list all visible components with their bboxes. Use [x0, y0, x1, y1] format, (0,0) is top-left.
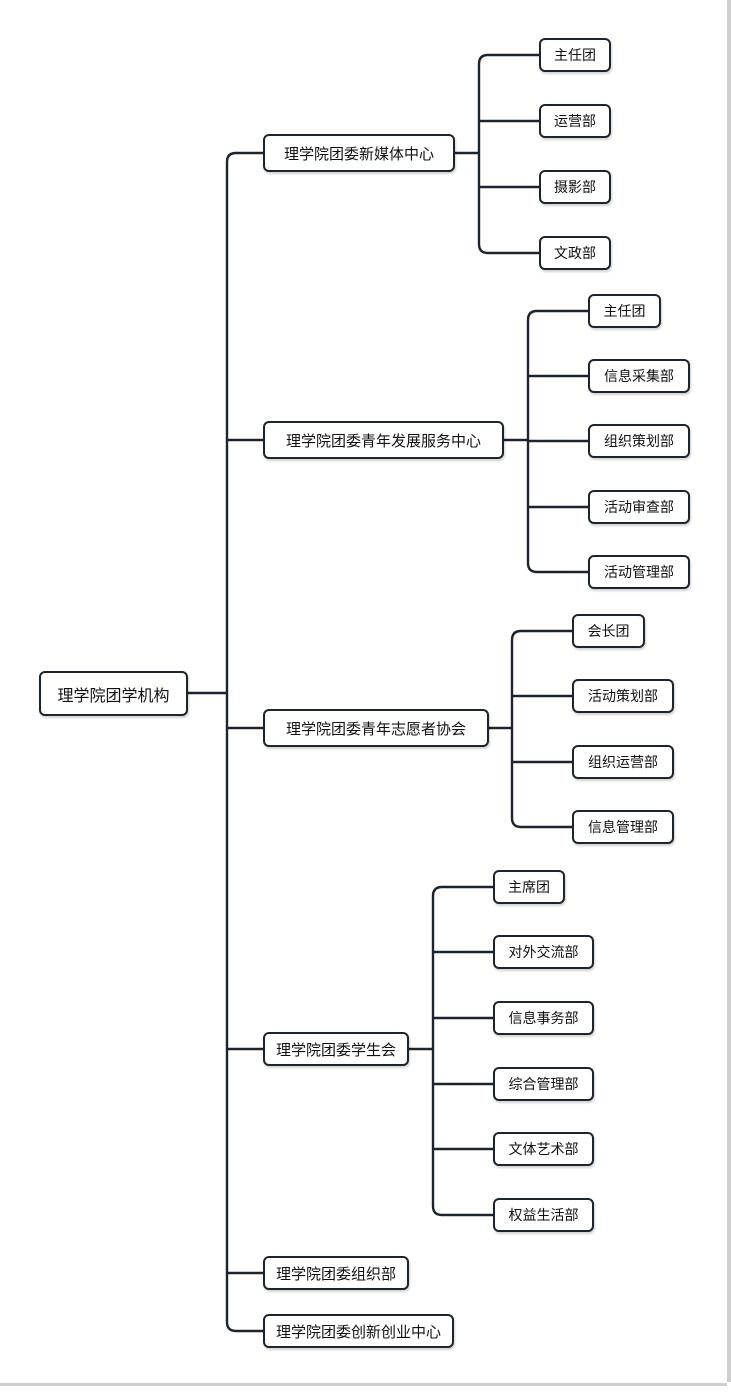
leaf-node: 文体艺术部 [493, 1132, 594, 1166]
connector-line [225, 1321, 263, 1333]
leaf-node: 活动管理部 [588, 555, 690, 589]
leaf-node: 综合管理部 [493, 1067, 594, 1101]
root-node: 理学院团学机构 [39, 671, 188, 716]
leaf-node: 活动审查部 [588, 490, 690, 524]
leaf-node: 主席团 [493, 870, 565, 904]
leaf-node: 主任团 [588, 294, 661, 328]
leaf-node: 对外交流部 [493, 935, 594, 969]
connector-line [477, 243, 539, 255]
branch-node-organization-dept: 理学院团委组织部 [263, 1256, 409, 1290]
branch-node-new-media: 理学院团委新媒体中心 [263, 134, 455, 172]
branch-node-youth-development: 理学院团委青年发展服务中心 [263, 421, 504, 459]
connector-line [526, 309, 588, 321]
leaf-node: 组织策划部 [588, 424, 690, 458]
branch-node-volunteer-association: 理学院团委青年志愿者协会 [263, 709, 489, 747]
branch-node-innovation-center: 理学院团委创新创业中心 [263, 1314, 454, 1348]
connector-line [510, 817, 572, 829]
leaf-node: 信息管理部 [572, 810, 674, 844]
leaf-node: 权益生活部 [493, 1198, 594, 1232]
leaf-node: 活动策划部 [572, 679, 674, 713]
leaf-node: 摄影部 [539, 170, 611, 204]
leaf-node: 主任团 [539, 38, 611, 72]
branch-node-student-union: 理学院团委学生会 [263, 1032, 409, 1066]
leaf-node: 信息采集部 [588, 359, 690, 393]
leaf-node: 信息事务部 [493, 1001, 594, 1035]
connector-line [225, 151, 263, 163]
leaf-node: 运营部 [539, 104, 611, 138]
connector-line [526, 562, 588, 574]
leaf-node: 文政部 [539, 236, 611, 270]
connector-line [477, 53, 539, 65]
connector-line [510, 629, 572, 641]
leaf-node: 会长团 [572, 614, 645, 648]
connector-line [431, 885, 493, 897]
bottom-border [0, 1383, 727, 1386]
connector-line [431, 1205, 493, 1217]
leaf-node: 组织运营部 [572, 745, 674, 779]
right-border [727, 0, 731, 1382]
